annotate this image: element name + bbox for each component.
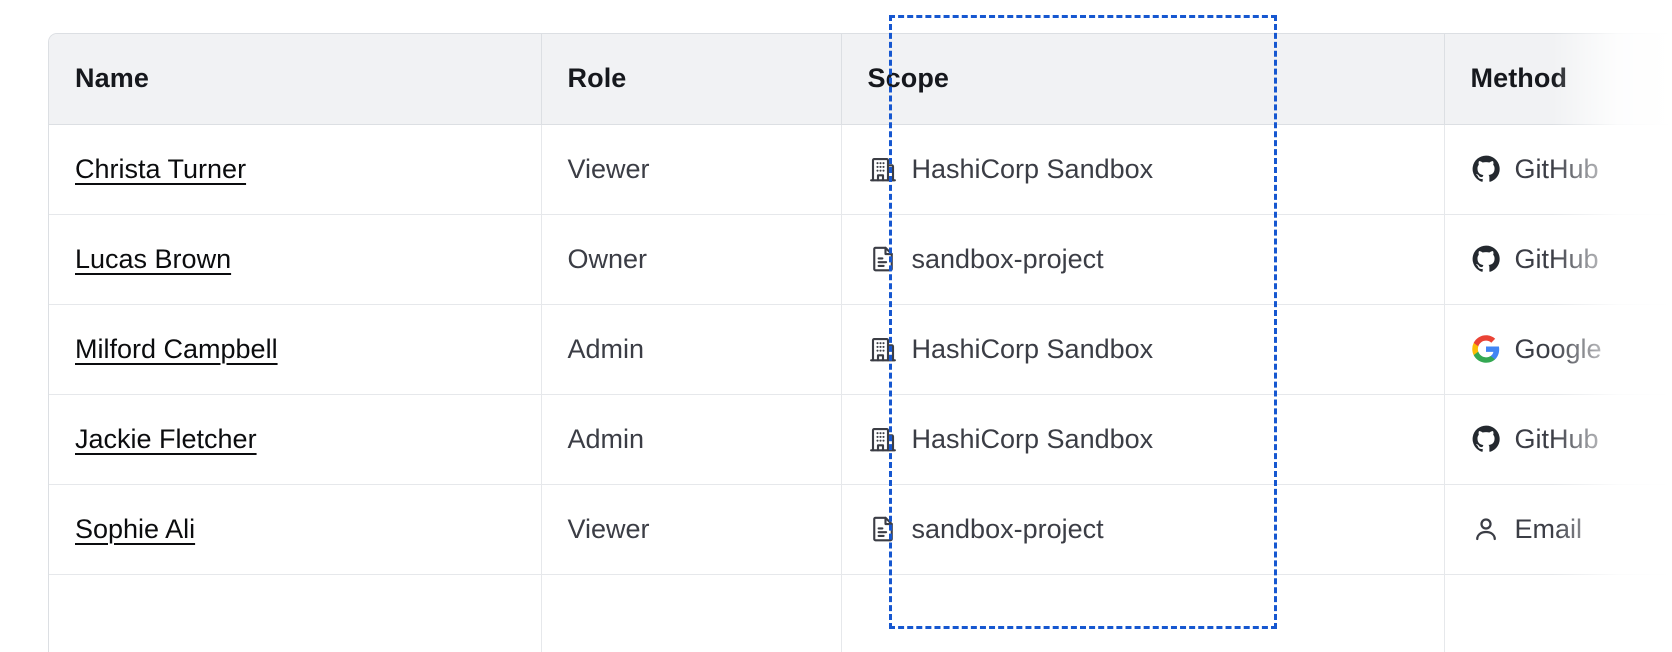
column-header-role[interactable]: Role — [541, 34, 842, 125]
member-name-link[interactable]: Milford Campbell — [75, 333, 278, 364]
cell-method: Email — [1444, 484, 1672, 575]
table-row[interactable]: Sophie Ali Viewer sandbox-project Email — [49, 484, 1672, 575]
column-header-scope[interactable]: Scope — [841, 34, 1445, 125]
cell-role: Viewer — [541, 124, 842, 215]
cell-name: Sophie Ali — [49, 484, 542, 575]
cell-partial — [49, 574, 542, 652]
table-row[interactable]: Jackie Fletcher Admin HashiCorp Sandbox Git… — [49, 394, 1672, 485]
scope-content: sandbox-project — [868, 244, 1418, 275]
organization-icon — [868, 154, 898, 184]
github-icon — [1471, 424, 1501, 454]
column-header-method[interactable]: Method — [1444, 34, 1672, 125]
member-name-link[interactable]: Christa Turner — [75, 153, 247, 184]
table-row[interactable]: Lucas Brown Owner sandbox-project GitHub — [49, 214, 1672, 305]
method-content: GitHub — [1471, 424, 1663, 455]
scope-label: sandbox-project — [911, 513, 1104, 544]
member-name-link[interactable]: Jackie Fletcher — [75, 423, 257, 454]
table-row-partial[interactable] — [49, 574, 1672, 652]
cell-scope: HashiCorp Sandbox — [841, 394, 1445, 485]
cell-name: Milford Campbell — [49, 304, 542, 395]
method-label: GitHub — [1514, 153, 1599, 184]
cell-method: Google — [1444, 304, 1672, 395]
cell-partial — [1444, 574, 1672, 652]
cell-method: GitHub — [1444, 394, 1672, 485]
cell-role: Owner — [541, 214, 842, 305]
method-content: GitHub — [1471, 244, 1663, 275]
cell-scope: sandbox-project — [841, 484, 1445, 575]
method-content: GitHub — [1471, 154, 1663, 185]
scope-content: sandbox-project — [868, 514, 1418, 545]
cell-role: Admin — [541, 304, 842, 395]
method-label: GitHub — [1514, 243, 1599, 274]
github-icon — [1471, 154, 1501, 184]
member-name-link[interactable]: Sophie Ali — [75, 513, 196, 544]
method-label: Email — [1514, 513, 1583, 544]
scope-label: sandbox-project — [911, 243, 1104, 274]
cell-method: GitHub — [1444, 124, 1672, 215]
cell-scope: sandbox-project — [841, 214, 1445, 305]
organization-icon — [868, 334, 898, 364]
method-content: Email — [1471, 514, 1663, 545]
method-label: GitHub — [1514, 423, 1599, 454]
scope-label: HashiCorp Sandbox — [911, 333, 1154, 364]
member-name-link[interactable]: Lucas Brown — [75, 243, 232, 274]
table-header: Name Role Scope Method — [49, 34, 1672, 125]
organization-icon — [868, 424, 898, 454]
scope-content: HashiCorp Sandbox — [868, 424, 1418, 455]
cell-scope: HashiCorp Sandbox — [841, 124, 1445, 215]
cell-name: Lucas Brown — [49, 214, 542, 305]
method-label: Google — [1514, 333, 1602, 364]
cell-method: GitHub — [1444, 214, 1672, 305]
table-header-row: Name Role Scope Method — [49, 34, 1672, 125]
table-row[interactable]: Christa Turner Viewer HashiCorp Sandbox Git… — [49, 124, 1672, 215]
cell-role: Admin — [541, 394, 842, 485]
scope-content: HashiCorp Sandbox — [868, 154, 1418, 185]
scope-label: HashiCorp Sandbox — [911, 153, 1154, 184]
github-icon — [1471, 244, 1501, 274]
method-content: Google — [1471, 334, 1663, 365]
column-header-name[interactable]: Name — [49, 34, 542, 125]
document-icon — [868, 244, 898, 274]
cell-partial — [841, 574, 1445, 652]
cell-role: Viewer — [541, 484, 842, 575]
cell-name: Jackie Fletcher — [49, 394, 542, 485]
table-row[interactable]: Milford Campbell Admin HashiCorp Sandbox Go… — [49, 304, 1672, 395]
scope-content: HashiCorp Sandbox — [868, 334, 1418, 365]
document-icon — [868, 514, 898, 544]
cell-partial — [541, 574, 842, 652]
user-icon — [1471, 514, 1501, 544]
cell-scope: HashiCorp Sandbox — [841, 304, 1445, 395]
cell-name: Christa Turner — [49, 124, 542, 215]
google-icon — [1471, 334, 1501, 364]
scope-label: HashiCorp Sandbox — [911, 423, 1154, 454]
